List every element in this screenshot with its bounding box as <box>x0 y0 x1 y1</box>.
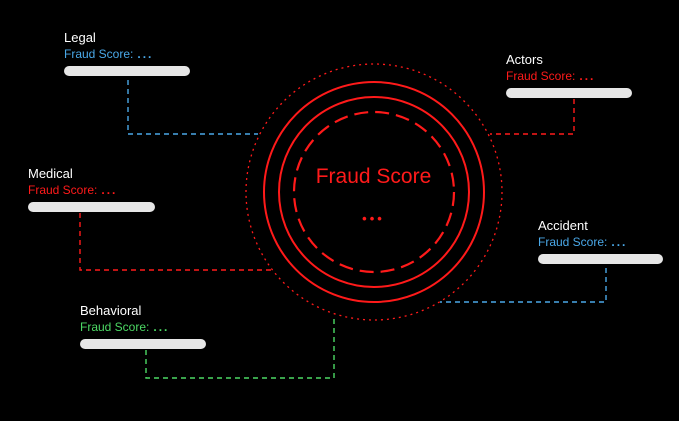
connector-medical <box>79 213 272 271</box>
node-accident: Accident Fraud Score:... <box>538 218 663 264</box>
node-medical-score: Fraud Score:... <box>28 183 155 198</box>
node-behavioral-title: Behavioral <box>80 303 142 318</box>
center-dots: ••• <box>362 211 385 226</box>
center-dashed-ring <box>292 110 456 274</box>
node-accident-dots: ... <box>611 235 628 249</box>
node-medical-dots: ... <box>101 183 118 197</box>
node-medical-bar <box>28 202 155 212</box>
node-behavioral-dots: ... <box>153 320 170 334</box>
connector-accident <box>440 268 607 303</box>
node-legal-title: Legal <box>64 30 96 45</box>
node-legal-score-label: Fraud Score: <box>64 47 134 61</box>
node-medical-title: Medical <box>28 166 73 181</box>
node-behavioral: Behavioral Fraud Score:... <box>80 303 206 349</box>
node-accident-score-label: Fraud Score: <box>538 235 608 249</box>
node-medical: Medical Fraud Score:... <box>28 166 155 212</box>
center-title: Fraud Score <box>315 165 432 188</box>
node-behavioral-bar <box>80 339 206 349</box>
node-behavioral-score: Fraud Score:... <box>80 320 206 335</box>
node-accident-title: Accident <box>538 218 588 233</box>
node-legal-score: Fraud Score:... <box>64 47 190 62</box>
center-solid-ring-inner <box>278 96 470 288</box>
connector-actors <box>490 99 575 135</box>
node-legal-bar <box>64 66 190 76</box>
center-solid-ring-outer <box>263 81 485 303</box>
node-legal-dots: ... <box>137 47 154 61</box>
node-actors-dots: ... <box>579 69 596 83</box>
connector-legal <box>127 80 258 135</box>
center-outer-dotted-ring <box>245 63 503 321</box>
node-actors-title: Actors <box>506 52 543 67</box>
node-actors-score: Fraud Score:... <box>506 69 632 84</box>
node-legal: Legal Fraud Score:... <box>64 30 190 76</box>
node-behavioral-score-label: Fraud Score: <box>80 320 150 334</box>
node-actors-bar <box>506 88 632 98</box>
node-medical-score-label: Fraud Score: <box>28 183 98 197</box>
node-accident-score: Fraud Score:... <box>538 235 663 250</box>
connector-behavioral <box>145 318 335 379</box>
node-accident-bar <box>538 254 663 264</box>
node-actors-score-label: Fraud Score: <box>506 69 576 83</box>
node-actors: Actors Fraud Score:... <box>506 52 632 98</box>
